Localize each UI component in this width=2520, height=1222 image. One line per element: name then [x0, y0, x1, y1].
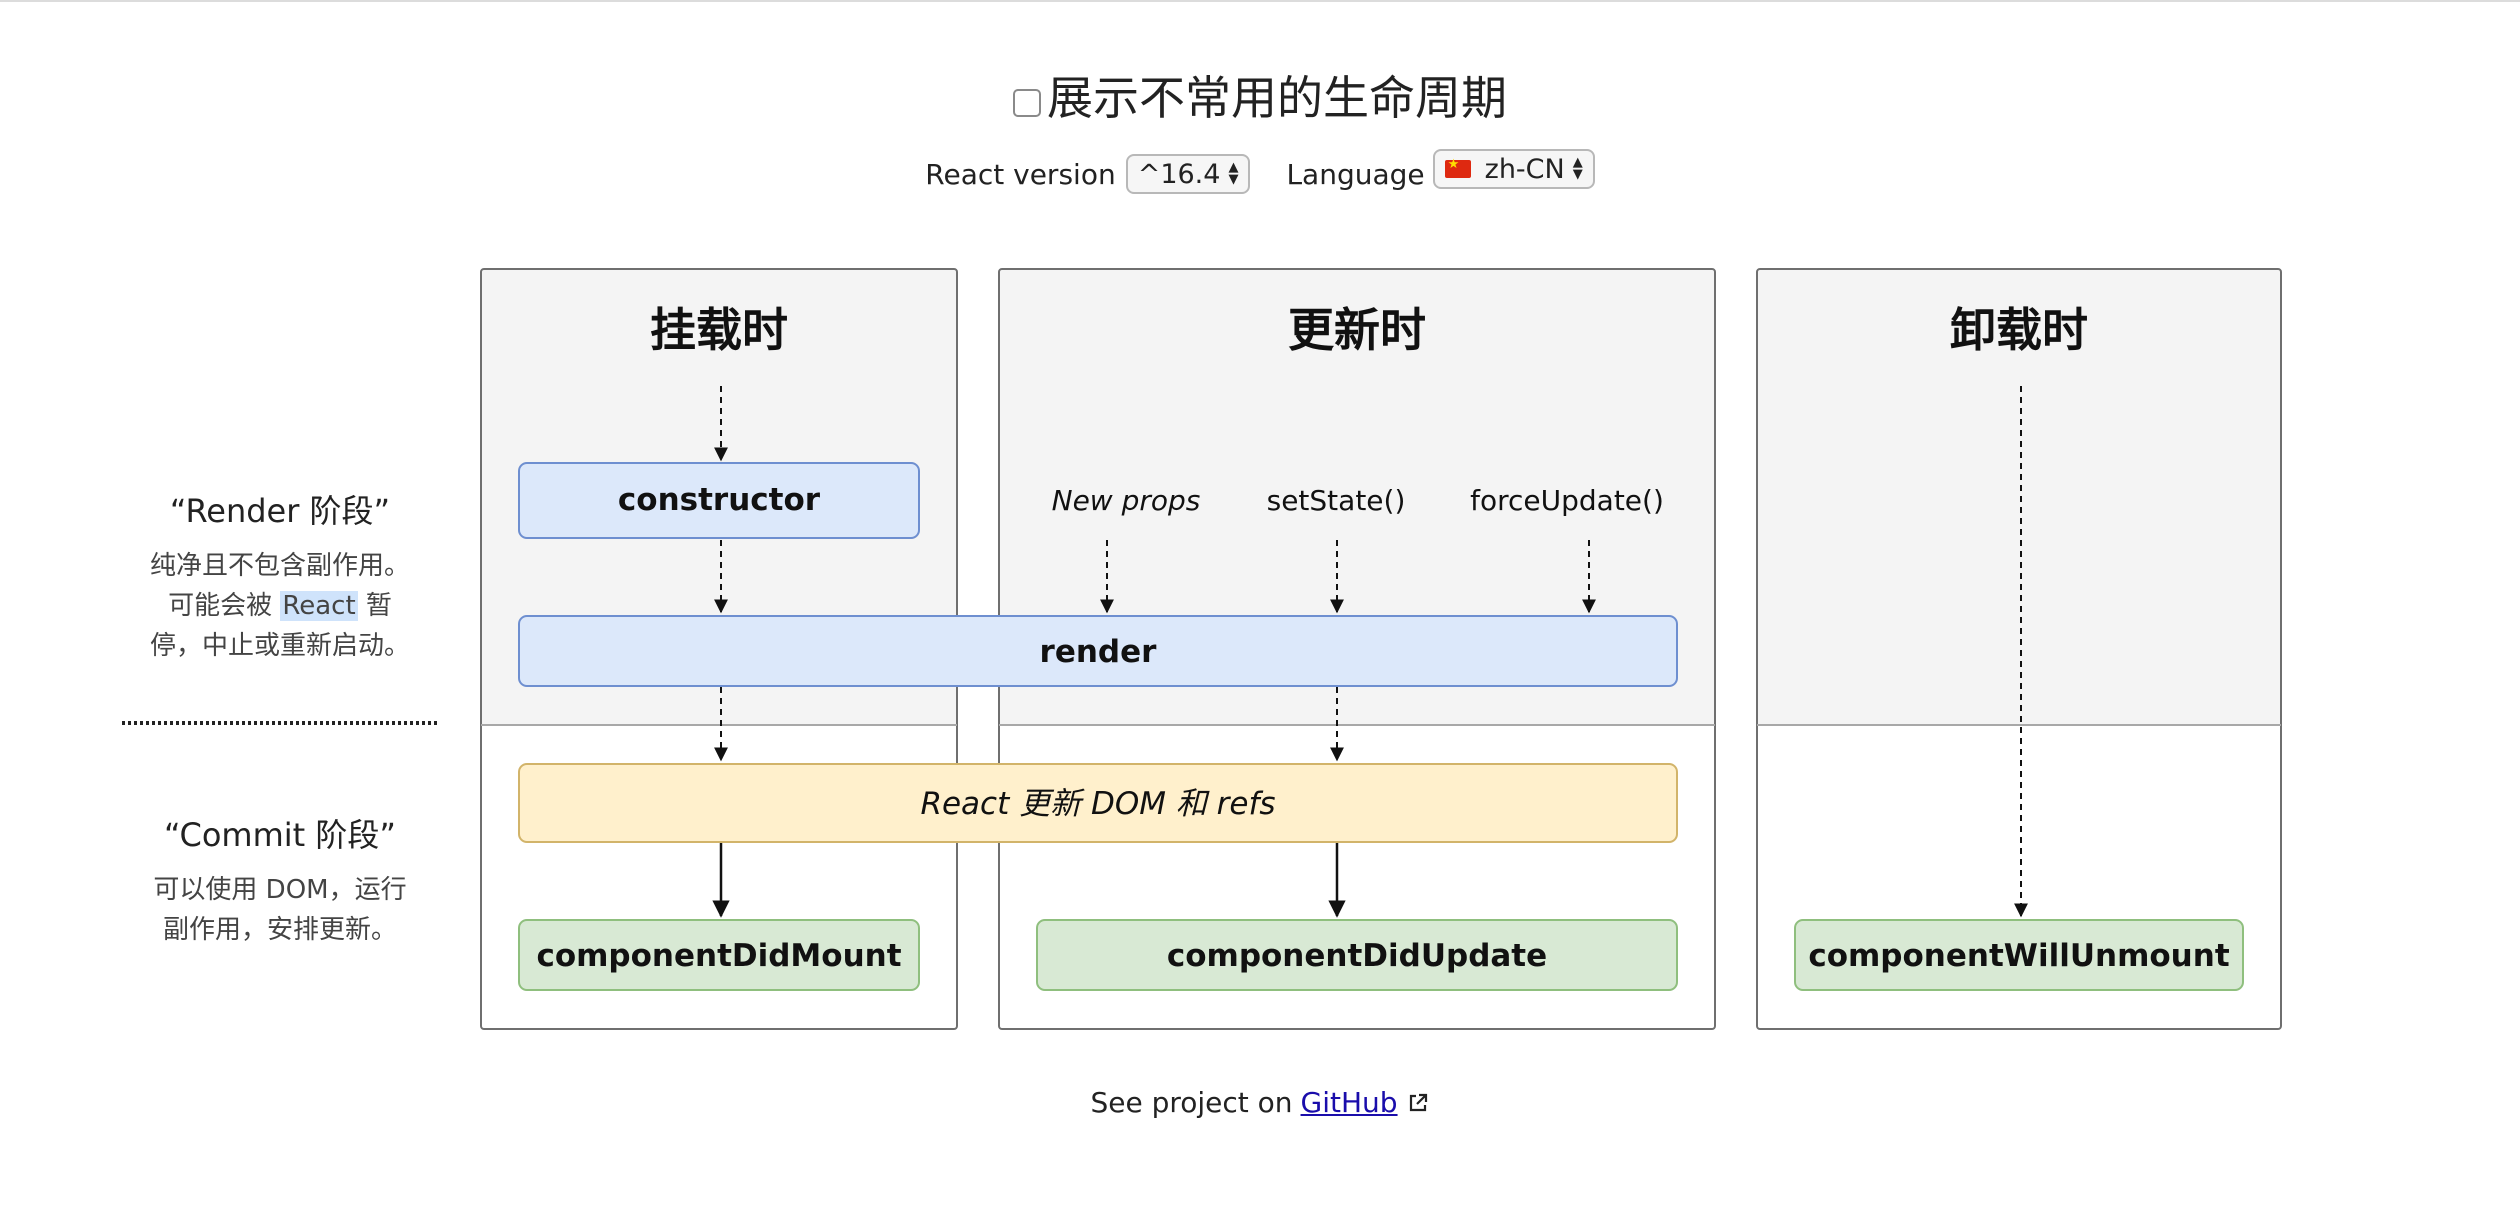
did-update-box[interactable]: [1036, 919, 1678, 991]
uncommon-lifecycles-label[interactable]: 展示不常用的生命周期: [1047, 71, 1507, 125]
new-props-trigger: New props: [1052, 484, 1201, 517]
react-version-label: React version: [925, 157, 1116, 191]
will-unmount-box[interactable]: [1794, 919, 2244, 991]
china-flag-icon: [1444, 157, 1471, 178]
react-highlight: React: [280, 591, 358, 621]
render-desc-line2-pre: 可能会被: [168, 591, 281, 621]
unmounting-panel: [1756, 268, 2282, 1030]
footer: See project on GitHub: [0, 1086, 2520, 1119]
render-phase-title: “Render 阶段”: [169, 492, 391, 530]
render-node[interactable]: render: [518, 615, 1678, 687]
commit-phase-desc-line2: 副作用，安排更新。: [162, 915, 397, 945]
controls-row: React version ^16.4 ▲▼ Language zh-CN ▲▼: [0, 149, 2520, 194]
constructor-label: constructor: [618, 482, 821, 518]
did-mount-node[interactable]: componentDidMount: [518, 919, 920, 991]
constructor-node[interactable]: constructor: [518, 462, 920, 539]
commit-phase-desc: 可以使用 DOM，运行 副作用，安排更新。: [120, 870, 440, 950]
updating-title: 更新时: [1288, 303, 1426, 357]
select-arrows-icon: ▲▼: [1228, 160, 1239, 187]
will-unmount-node[interactable]: componentWillUnmount: [1794, 919, 2244, 991]
react-updates-node[interactable]: React 更新 DOM 和 refs: [518, 763, 1678, 843]
render-phase-desc-line1: 纯净且不包含副作用。: [149, 551, 410, 581]
dashed-arrows: [714, 386, 2028, 918]
unmounting-render-zone: [1757, 269, 2281, 725]
react-updates-label: React 更新 DOM 和 refs: [920, 786, 1275, 822]
did-mount-label: componentDidMount: [536, 938, 901, 974]
constructor-box[interactable]: [518, 462, 920, 539]
render-phase-note: “Render 阶段” 纯净且不包含副作用。 可能会被 React 暂 停，中止…: [120, 486, 440, 666]
react-version-select[interactable]: ^16.4 ▲▼: [1125, 154, 1251, 194]
render-label: render: [1040, 634, 1158, 670]
language-label: Language: [1286, 157, 1425, 191]
render-desc-line2-post: 暂: [357, 591, 392, 621]
force-update-trigger: forceUpdate(): [1470, 484, 1664, 517]
solid-arrows: [712, 843, 1346, 918]
unmounting-column: 卸载时: [1756, 268, 2282, 1030]
uncommon-lifecycles-toggle[interactable]: 展示不常用的生命周期: [0, 62, 2520, 128]
top-divider: [0, 0, 2520, 2]
github-link[interactable]: GitHub: [1300, 1086, 1398, 1119]
set-state-trigger: setState(): [1267, 484, 1406, 517]
language-select[interactable]: zh-CN ▲▼: [1432, 149, 1595, 189]
uncommon-lifecycles-checkbox[interactable]: [1013, 89, 1041, 117]
render-phase-desc-line2: 可能会被 React 暂: [120, 586, 440, 626]
react-version-value: ^16.4: [1137, 158, 1221, 190]
mounting-title: 挂载时: [650, 303, 788, 357]
did-update-node[interactable]: componentDidUpdate: [1036, 919, 1678, 991]
commit-phase-desc-line1: 可以使用 DOM，运行: [153, 875, 407, 905]
render-box[interactable]: [518, 615, 1678, 687]
commit-phase-title: “Commit 阶段”: [164, 816, 396, 854]
select-arrows-icon: ▲▼: [1572, 155, 1583, 182]
did-update-label: componentDidUpdate: [1167, 938, 1547, 974]
footer-prefix: See project on: [1090, 1086, 1293, 1119]
react-updates-box[interactable]: [518, 763, 1678, 843]
render-phase-desc-line3: 停，中止或重新启动。: [149, 631, 410, 661]
commit-phase-note: “Commit 阶段” 可以使用 DOM，运行 副作用，安排更新。: [120, 810, 440, 950]
render-phase-desc: 纯净且不包含副作用。 可能会被 React 暂 停，中止或重新启动。: [120, 546, 440, 666]
language-value: zh-CN: [1484, 153, 1565, 185]
did-mount-box[interactable]: [518, 919, 920, 991]
unmounting-title: 卸载时: [1950, 303, 2088, 357]
will-unmount-label: componentWillUnmount: [1808, 938, 2229, 974]
external-link-icon[interactable]: [1406, 1091, 1430, 1115]
